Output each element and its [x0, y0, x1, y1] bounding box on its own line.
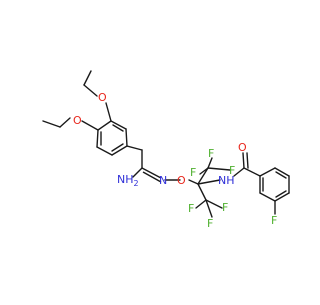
ethoxy-groups	[42, 70, 112, 131]
diethoxyphenyl-ring	[96, 120, 128, 156]
atom-o-ethoxy-upper: O	[98, 91, 107, 104]
atom-o-carbonyl: O	[238, 141, 247, 154]
atom-f-bot3: F	[222, 201, 228, 214]
atom-nh-amide: NH	[218, 174, 235, 187]
atom-f-bot2: F	[207, 217, 213, 230]
atom-nh2: NH2	[117, 173, 139, 188]
atom-o-oxime: O	[177, 174, 186, 187]
atom-f-ring: F	[271, 214, 277, 227]
amidine-chain	[126, 145, 199, 185]
atom-f-bot1: F	[188, 202, 194, 215]
atom-f-top2: F	[229, 164, 235, 177]
molecule-structure: O O O O NH2 N NH F F F F F F F	[42, 70, 290, 230]
structure-canvas: O O O O NH2 N NH F F F F F F F	[42, 70, 290, 230]
atom-f-left: F	[190, 166, 196, 179]
atom-o-ethoxy-lower: O	[73, 114, 82, 127]
atom-n-imine: N	[159, 174, 167, 187]
fluorobenzamide	[233, 152, 290, 215]
atom-f-top1: F	[208, 147, 214, 160]
bis-trifluoromethyl-carbon	[195, 157, 231, 218]
